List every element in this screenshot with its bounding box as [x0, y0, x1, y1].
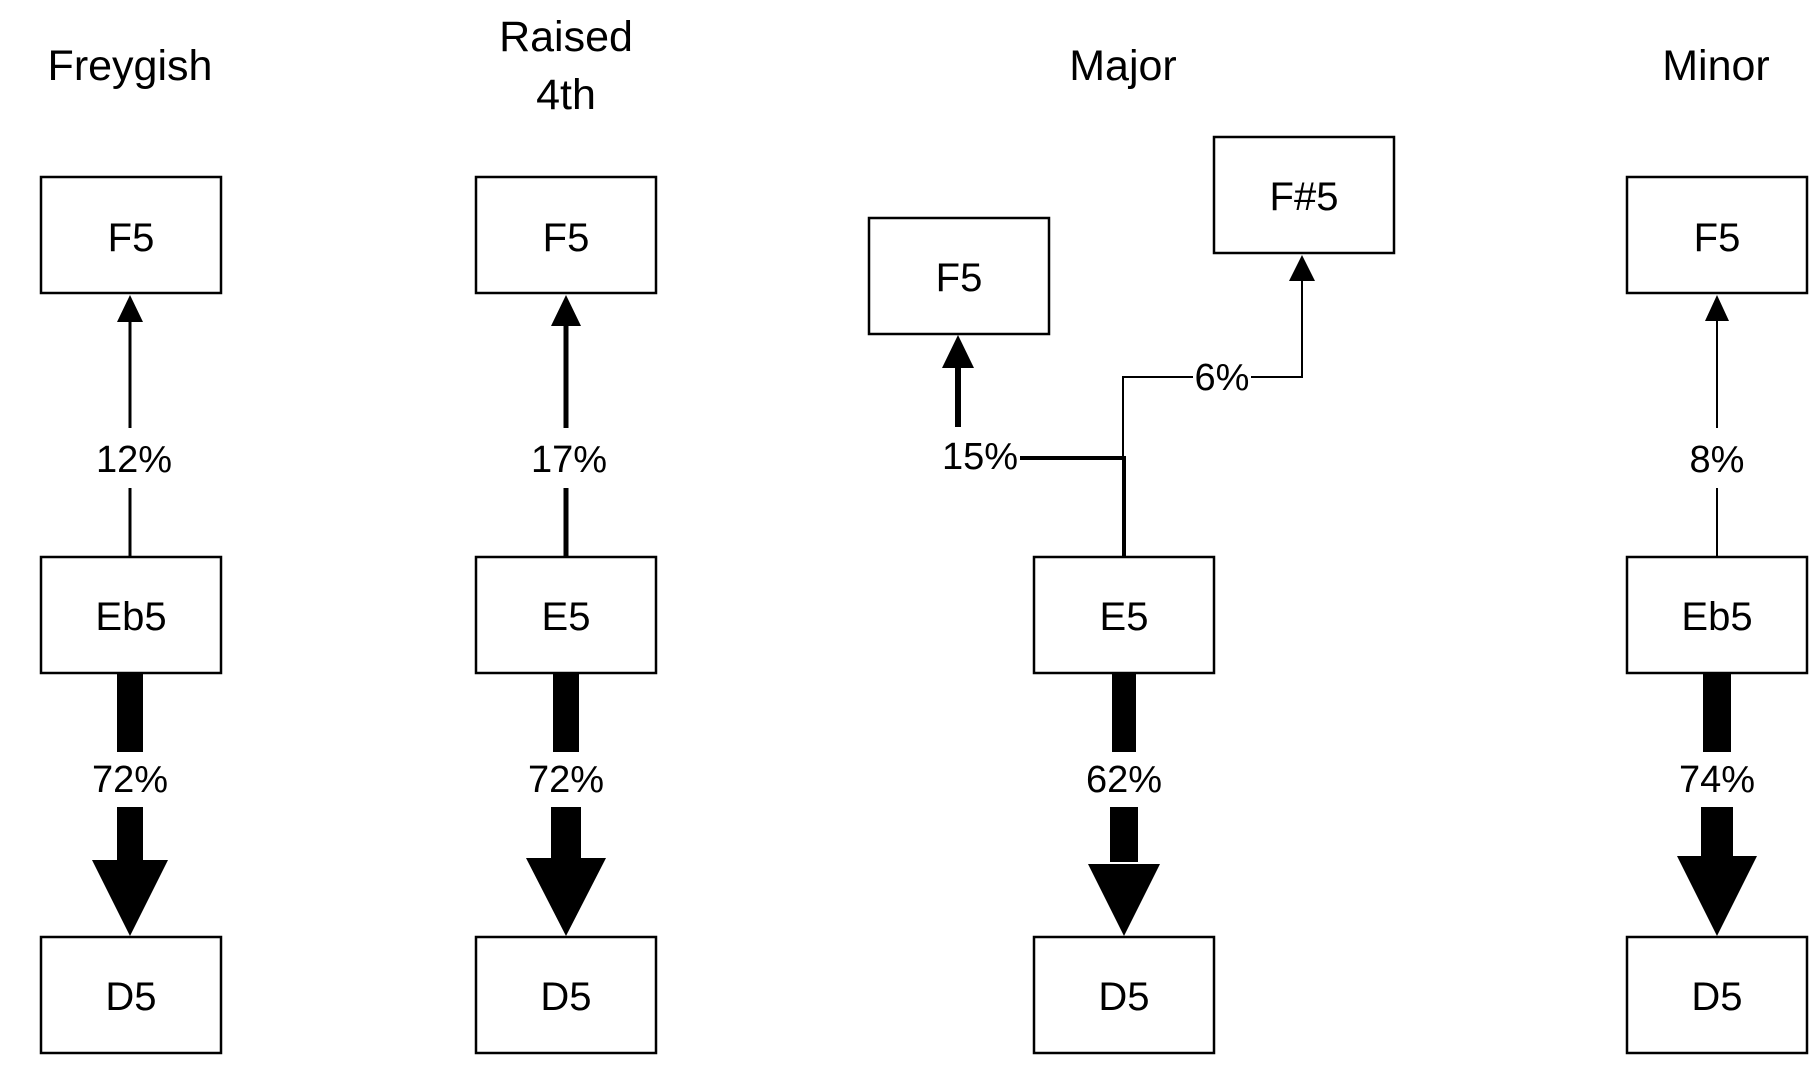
- raised4-down-arrow-lower-segment: [551, 807, 581, 862]
- major-middle-note-box: [1032, 555, 1216, 675]
- freygish-middle-note-box: [39, 555, 223, 675]
- major-upper-right-note-box: [1212, 135, 1396, 255]
- freygish-lower-note: D5: [105, 975, 156, 1019]
- raised4-up-arrowhead: [551, 295, 581, 326]
- freygish-upper-note: F5: [108, 216, 155, 260]
- minor-column: 8% 74% F5 Eb5 D5: [1625, 175, 1809, 1055]
- freygish-down-arrow-upper-segment: [117, 660, 143, 752]
- raised4-middle-note-box: [474, 555, 658, 675]
- minor-upper-note: F5: [1694, 216, 1741, 260]
- major-lower-note-box: [1032, 935, 1216, 1055]
- raised4-column: 17% 72% F5 E5 D5: [474, 175, 658, 1055]
- raised4-title-line2: 4th: [536, 71, 596, 119]
- freygish-up-arrowhead: [117, 295, 143, 322]
- freygish-up-percent: 12%: [96, 439, 172, 481]
- minor-upper-note-box: [1625, 175, 1809, 295]
- raised4-lower-note: D5: [540, 975, 591, 1019]
- major-down-arrowhead: [1088, 864, 1160, 936]
- major-column: 15% 6% 62% F5 F#5 E5 D5: [867, 135, 1396, 1055]
- major-right-arrowhead: [1289, 255, 1315, 281]
- raised4-title-line1: Raised: [499, 13, 633, 61]
- minor-down-percent: 74%: [1679, 759, 1755, 801]
- freygish-middle-note: Eb5: [95, 595, 166, 639]
- minor-up-percent: 8%: [1690, 439, 1745, 481]
- major-left-arrowhead: [942, 335, 974, 368]
- raised4-upper-note-box: [474, 175, 658, 295]
- freygish-lower-note-box: [39, 935, 223, 1055]
- major-down-arrow-lower-segment: [1110, 807, 1138, 862]
- raised4-lower-note-box: [474, 935, 658, 1055]
- minor-down-arrow-upper-segment: [1703, 660, 1731, 752]
- major-down-percent: 62%: [1086, 759, 1162, 801]
- major-title: Major: [1069, 42, 1177, 90]
- major-lower-note: D5: [1098, 975, 1149, 1019]
- raised4-down-percent: 72%: [528, 759, 604, 801]
- raised4-down-arrowhead: [526, 858, 606, 936]
- major-upper-right-note: F#5: [1270, 175, 1339, 219]
- major-upper-left-note-box: [867, 216, 1051, 336]
- major-middle-note: E5: [1100, 595, 1149, 639]
- freygish-down-arrow-lower-segment: [117, 807, 143, 862]
- freygish-title: Freygish: [48, 42, 213, 90]
- raised4-down-arrow-upper-segment: [553, 660, 579, 752]
- minor-down-arrow-lower-segment: [1701, 807, 1733, 862]
- freygish-down-percent: 72%: [92, 759, 168, 801]
- freygish-down-arrowhead: [92, 860, 168, 936]
- minor-down-arrowhead: [1677, 856, 1757, 936]
- freygish-upper-note-box: [39, 175, 223, 295]
- freygish-column: 12% 72% F5 Eb5 D5: [39, 175, 223, 1055]
- raised4-upper-note: F5: [543, 216, 590, 260]
- major-upper-left-note: F5: [936, 256, 983, 300]
- minor-lower-note: D5: [1691, 975, 1742, 1019]
- minor-lower-note-box: [1625, 935, 1809, 1055]
- minor-title: Minor: [1662, 42, 1770, 90]
- minor-up-arrowhead: [1705, 295, 1729, 321]
- major-down-arrow-upper-segment: [1112, 660, 1136, 752]
- minor-middle-note: Eb5: [1681, 595, 1752, 639]
- raised4-middle-note: E5: [542, 595, 591, 639]
- raised4-up-percent: 17%: [531, 439, 607, 481]
- major-left-percent: 15%: [942, 436, 1018, 478]
- major-right-percent: 6%: [1195, 357, 1250, 399]
- minor-middle-note-box: [1625, 555, 1809, 675]
